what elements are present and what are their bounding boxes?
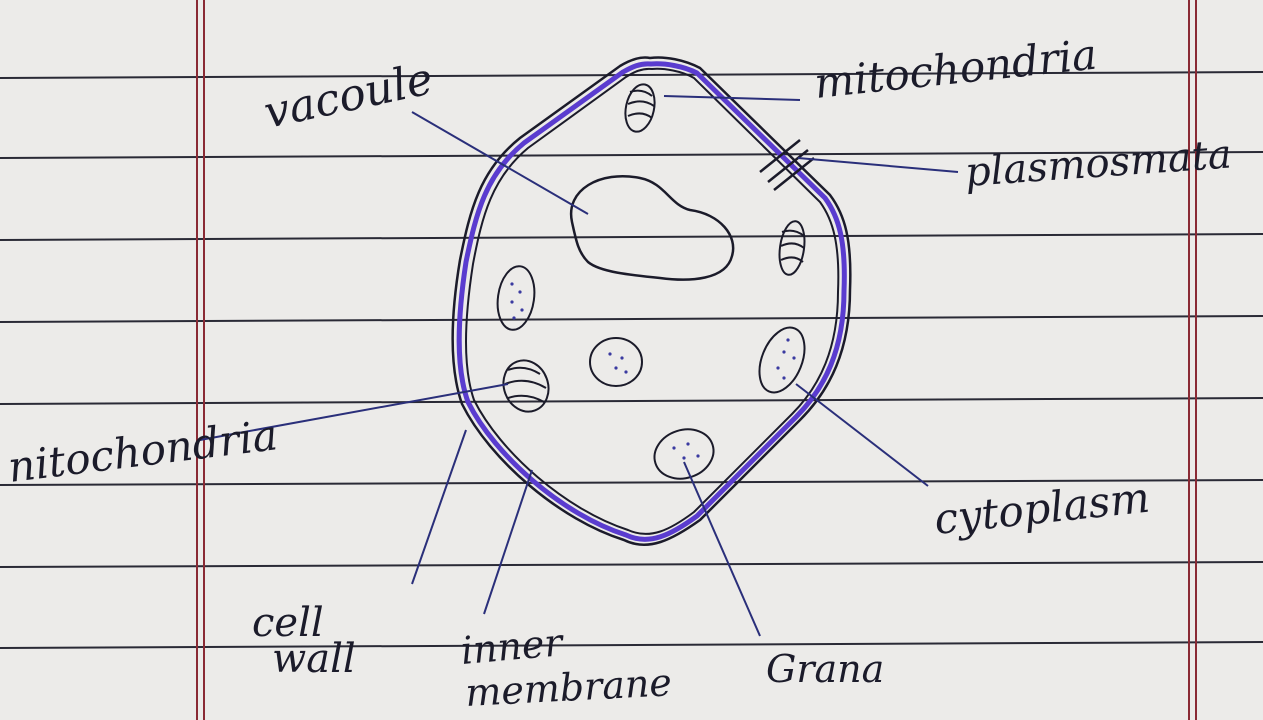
pointer-lines: [200, 96, 958, 636]
pointer-vacuole: [412, 112, 588, 214]
label-grana: Grana: [766, 647, 884, 691]
label-inner-membrane-1: inner: [459, 620, 567, 673]
label-cell-wall-2: wall: [272, 636, 356, 682]
chloroplast-left: [494, 264, 539, 332]
label-inner-membrane-2: membrane: [464, 660, 673, 715]
chloroplast-right: [751, 321, 814, 399]
label-mitochondria-top: mitochondria: [812, 30, 1099, 108]
chloroplast-bottom: [648, 422, 720, 486]
label-vacuole: vacoule: [260, 53, 438, 138]
label-plasmodesmata: plasmosmata: [963, 131, 1233, 196]
mitochondria-right: [776, 220, 807, 277]
pointer-inner-membrane: [484, 470, 532, 614]
mitochondria-top: [621, 82, 658, 135]
ruled-line: [0, 398, 1263, 404]
inner-membrane: [459, 64, 844, 540]
label-cytoplasm: cytoplasm: [932, 473, 1152, 544]
pointer-cell-wall: [412, 430, 466, 584]
ruled-line: [0, 316, 1263, 322]
mitochondria-left: [496, 354, 555, 418]
vacuole: [571, 176, 733, 279]
chloroplast-center: [590, 338, 642, 386]
cell-wall-outline-inner: [466, 69, 838, 534]
pointer-plasmodesmata: [798, 158, 958, 172]
ruled-line: [0, 642, 1263, 648]
label-mitochondria-left: nitochondria: [5, 410, 280, 492]
ruled-line: [0, 234, 1263, 240]
ruled-line: [0, 562, 1263, 567]
